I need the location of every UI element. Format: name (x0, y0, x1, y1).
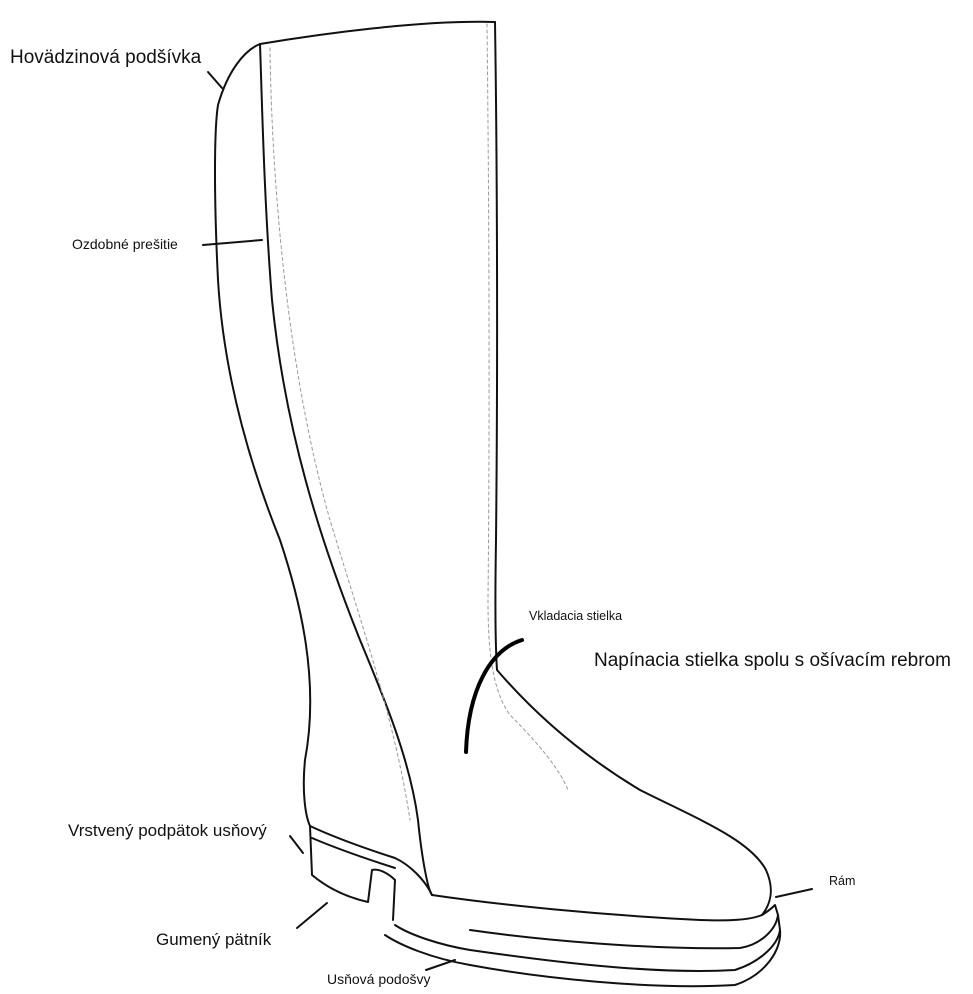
leader-lining (208, 72, 222, 88)
label-stitching: Ozdobné prešitie (72, 236, 178, 252)
insole-arc (466, 640, 522, 752)
label-lining: Hovädzinová podšívka (10, 47, 201, 69)
boot-inner-seam (260, 44, 432, 895)
leader-heel (290, 836, 303, 853)
welt-outline (470, 905, 778, 948)
decorative-stitch (270, 48, 410, 820)
leader-stitching (203, 240, 262, 245)
label-sole: Usňová podošvy (327, 971, 431, 987)
boot-back-outline (215, 44, 310, 826)
label-heel: Vrstvený podpätok usňový (68, 821, 267, 841)
boot-top-outline (260, 22, 495, 44)
sole-bottom (385, 930, 780, 986)
label-welt-insole: Napínacia stielka spolu s ošívacím rebro… (594, 650, 951, 672)
front-stitch (487, 24, 568, 790)
label-heel-pad: Gumený pätník (156, 930, 271, 950)
leader-welt (776, 889, 812, 897)
leader-sole (426, 960, 455, 970)
label-insole: Vkladacia stielka (529, 609, 622, 623)
boot-front-outline (495, 22, 771, 915)
boot-vamp-bottom (432, 895, 762, 920)
leader-heel-pad (297, 903, 327, 928)
label-welt: Rám (829, 874, 855, 888)
